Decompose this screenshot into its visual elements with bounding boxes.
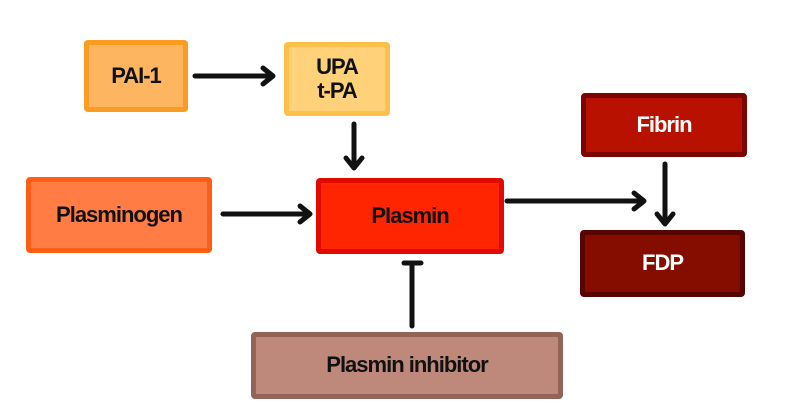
edge-plasmin-to-fdp: [504, 190, 647, 212]
node-plasmin-label: Plasmin: [371, 202, 449, 228]
node-plasminogen-label: Plasminogen: [56, 201, 183, 227]
node-pai1-label: PAI-1: [111, 62, 162, 88]
node-upa-label: UPA: [316, 53, 359, 79]
edge-fibrin-to-fdp: [654, 161, 676, 227]
node-fdp: FDP: [580, 230, 745, 297]
node-plasmin-inhibitor-label: Plasmin inhibitor: [326, 352, 488, 378]
node-fibrin-label: Fibrin: [636, 111, 692, 137]
node-plasmin: Plasmin: [316, 178, 504, 254]
node-tpa-label: t-PA: [317, 78, 358, 103]
node-pai1: PAI-1: [84, 40, 188, 112]
edge-upa-to-plasmin: [343, 121, 365, 171]
edge-inhibitor-to-plasmin: [401, 260, 424, 329]
edge-plasminogen-to-plasmin: [220, 203, 313, 225]
node-fdp-label: FDP: [642, 250, 684, 276]
node-plasmin-inhibitor: Plasmin inhibitor: [251, 332, 563, 399]
node-plasminogen: Plasminogen: [26, 177, 212, 253]
node-upa-tpa: UPA t-PA: [284, 42, 390, 116]
node-fibrin: Fibrin: [581, 93, 747, 157]
edge-pai1-to-upa: [192, 65, 276, 87]
